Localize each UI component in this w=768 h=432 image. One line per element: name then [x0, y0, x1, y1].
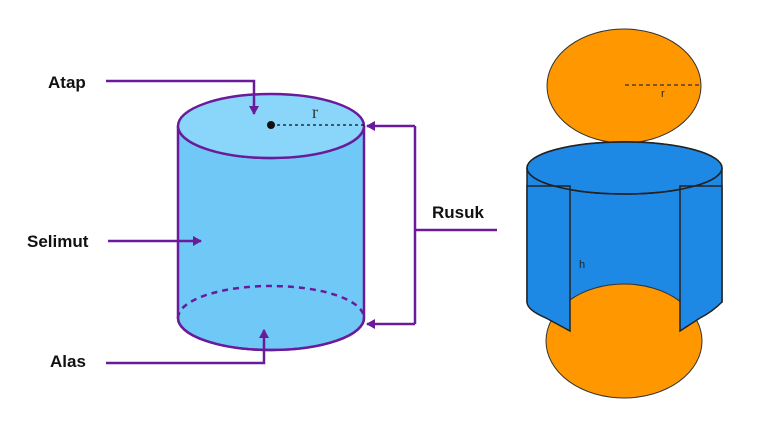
radius-label: r	[312, 102, 318, 122]
annotations: Atap Selimut Alas Rusuk	[27, 73, 497, 371]
net-bottom-circle	[545, 283, 703, 399]
label-top: Atap	[48, 73, 86, 92]
label-edge: Rusuk	[432, 203, 485, 222]
net-rim-front-edge	[526, 167, 723, 195]
cylinder-3d: r	[176, 92, 366, 352]
center-point	[267, 121, 275, 129]
arrow-top	[106, 79, 259, 115]
cylinder-lateral-surface	[176, 125, 366, 352]
label-base: Alas	[50, 352, 86, 371]
net-radius-label: r	[661, 88, 665, 100]
net-flap-right	[679, 185, 723, 333]
net-height-label: h	[579, 259, 585, 271]
cylinder-base-front-edge	[176, 317, 366, 352]
label-lateral: Selimut	[27, 232, 89, 251]
net-flap-left	[526, 185, 571, 333]
arrow-base	[106, 329, 269, 365]
cylinder-base-hidden-edge	[176, 284, 366, 319]
net-top-circle	[546, 28, 702, 144]
cylinder-net: r h	[526, 28, 723, 399]
